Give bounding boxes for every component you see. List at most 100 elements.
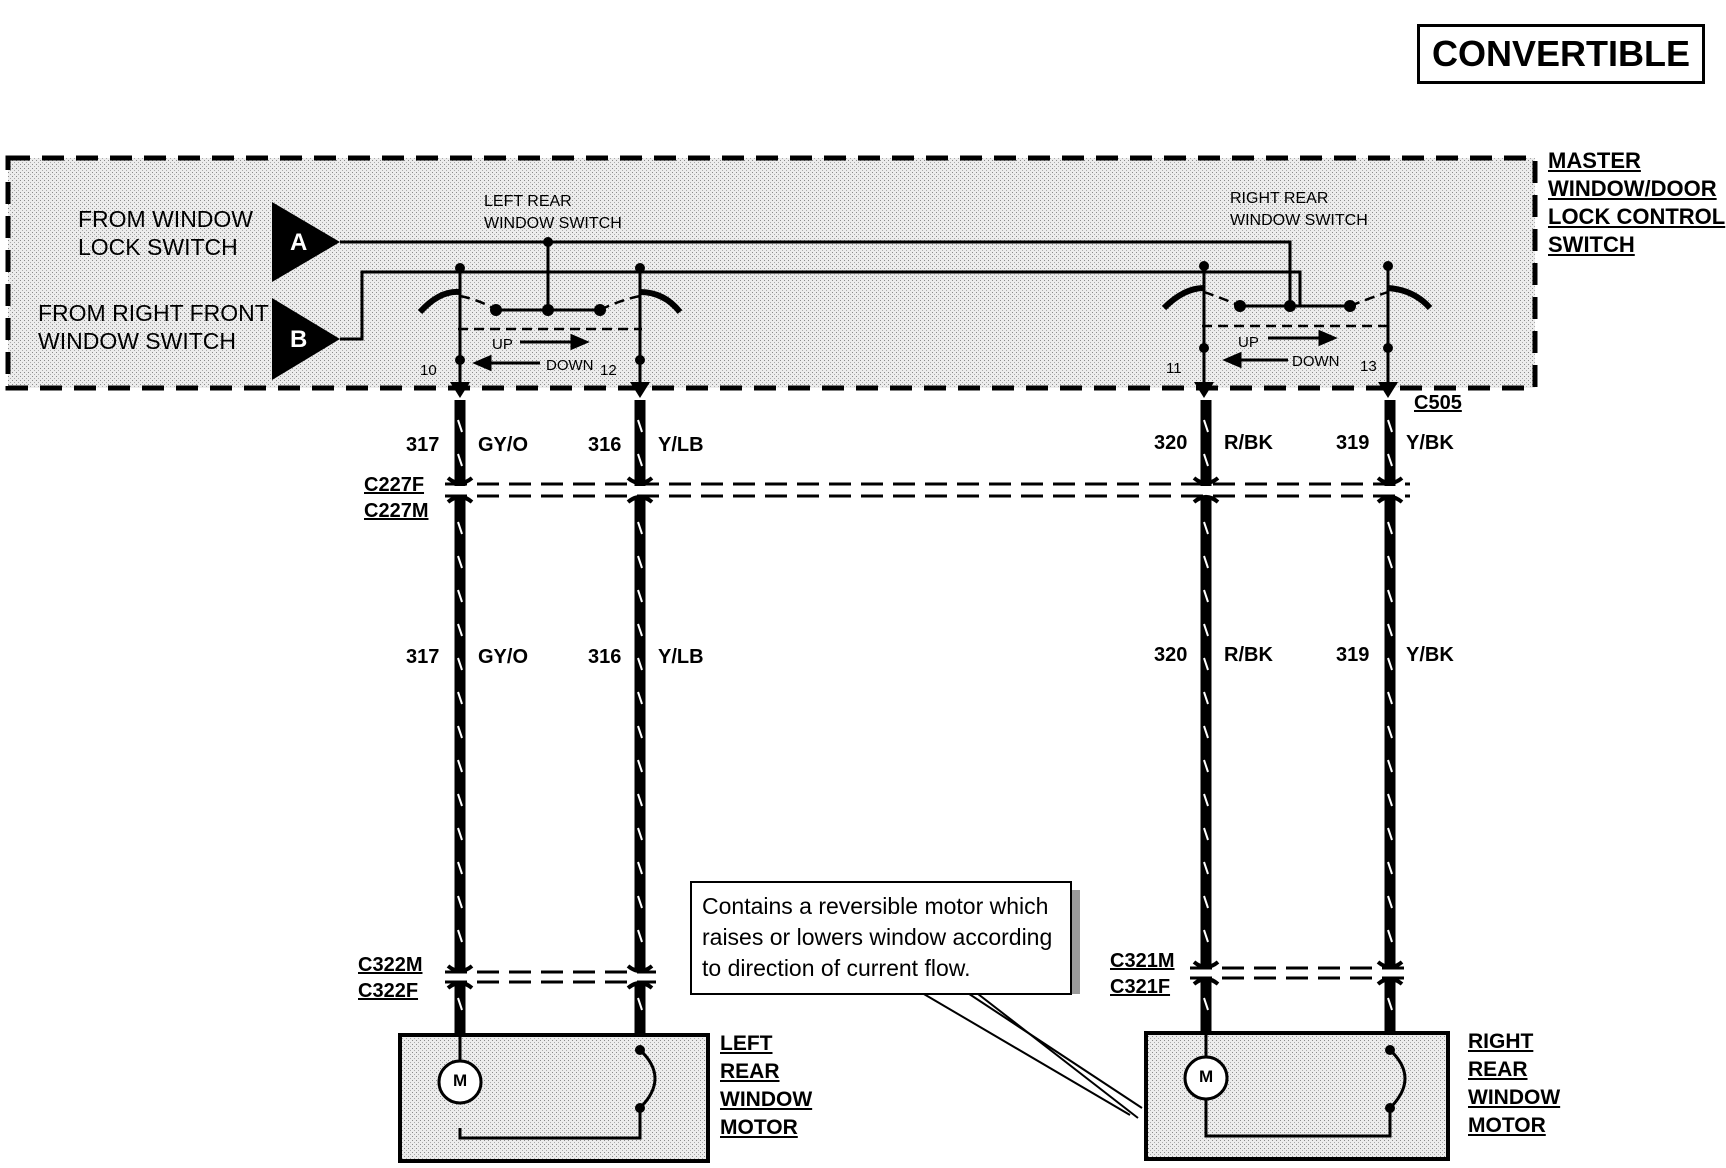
input-b-terminal bbox=[272, 298, 340, 380]
wire-stripe-tick bbox=[1203, 589, 1209, 603]
wire-stripe-tick bbox=[1387, 521, 1393, 535]
wire-stripe-tick bbox=[637, 589, 643, 603]
right-motor-m-letter: M bbox=[1199, 1067, 1214, 1086]
connector-caps bbox=[446, 476, 1404, 990]
wire-316-circuit-upper: 316 bbox=[588, 434, 622, 456]
wire-stripe-tick bbox=[1203, 419, 1209, 433]
wire-stripe-tick bbox=[457, 691, 463, 705]
wire-stripe-tick bbox=[457, 793, 463, 807]
wire-stripe-tick bbox=[457, 725, 463, 739]
wire-stripe-tick bbox=[457, 827, 463, 841]
wire-stripe-tick bbox=[1387, 657, 1393, 671]
switch-contact-arcs bbox=[417, 285, 1433, 315]
left-motor-m-letter: M bbox=[453, 1071, 468, 1090]
wire-stripe-tick bbox=[1203, 691, 1209, 705]
wire-stripe-tick bbox=[637, 725, 643, 739]
connector-c321m: C321M bbox=[1110, 950, 1175, 972]
wire-316-color-lower: Y/LB bbox=[658, 646, 704, 668]
wire-stripe-tick bbox=[457, 657, 463, 671]
connector-dashes bbox=[445, 482, 1410, 984]
wire-stripe-tick bbox=[637, 419, 643, 433]
wire-stripe-tick bbox=[457, 997, 463, 1011]
connector-c227f: C227F bbox=[364, 474, 425, 496]
connector-c322f: C322F bbox=[358, 980, 419, 1002]
right-switch-label-line-2: WINDOW SWITCH bbox=[1230, 212, 1368, 229]
wire-stripe-tick bbox=[1387, 997, 1393, 1011]
wire-316-color-upper: Y/LB bbox=[658, 434, 704, 456]
wire-stripe-tick bbox=[457, 555, 463, 569]
wire-stripe-tick bbox=[637, 759, 643, 773]
left-motor-label-line-3: WINDOW bbox=[720, 1088, 813, 1111]
convertible-badge: CONVERTIBLE bbox=[1417, 24, 1706, 84]
wire-stripe-tick bbox=[1387, 555, 1393, 569]
wire-stripe-tick bbox=[457, 419, 463, 433]
input-a-letter: A bbox=[290, 229, 308, 256]
note-line-1: Contains a reversible motor which bbox=[702, 893, 1049, 919]
wire-320-circuit-upper: 320 bbox=[1154, 432, 1188, 454]
wire-stripe-tick bbox=[637, 521, 643, 535]
input-b-label-line-2: WINDOW SWITCH bbox=[38, 328, 237, 354]
wire-stripe-tick bbox=[1387, 691, 1393, 705]
input-a-terminal bbox=[272, 202, 340, 282]
wire-stripe-tick bbox=[1203, 555, 1209, 569]
wire-stripe-tick bbox=[1203, 793, 1209, 807]
left-switch-up: UP bbox=[492, 336, 513, 353]
wire-319-color-upper: Y/BK bbox=[1406, 432, 1454, 454]
direction-arrows bbox=[472, 329, 1338, 372]
wire-stripe-tick bbox=[457, 589, 463, 603]
right-motor-label-line-2: REAR bbox=[1468, 1058, 1528, 1081]
wire-stripe-tick bbox=[1203, 929, 1209, 943]
wire-stripe-tick bbox=[1203, 657, 1209, 671]
wire-stripe-tick bbox=[637, 453, 643, 467]
input-b-letter: B bbox=[290, 326, 308, 353]
note-line-3: to direction of current flow. bbox=[702, 955, 971, 981]
wire-stripe-tick bbox=[457, 929, 463, 943]
wire-317-circuit-upper: 317 bbox=[406, 434, 440, 456]
wire-stripe-tick bbox=[1387, 793, 1393, 807]
wire-stripe-tick bbox=[457, 521, 463, 535]
right-motor-box bbox=[1144, 1031, 1450, 1161]
wire-stripe-tick bbox=[637, 555, 643, 569]
wire-stripe-tick bbox=[1387, 759, 1393, 773]
wire-stripe-tick bbox=[637, 691, 643, 705]
wire-stripe-tick bbox=[457, 861, 463, 875]
wire-stripe-tick bbox=[1203, 861, 1209, 875]
note-line-2: raises or lowers window according bbox=[702, 924, 1053, 950]
wire-stripe-tick bbox=[1387, 895, 1393, 909]
wire-320-color-upper: R/BK bbox=[1224, 432, 1273, 454]
wire-stripe-tick bbox=[457, 759, 463, 773]
module-name-line-3: LOCK CONTROL bbox=[1548, 204, 1726, 229]
wire-stripe-tick bbox=[457, 895, 463, 909]
wire-stripe-tick bbox=[637, 623, 643, 637]
wire-317-circuit-lower: 317 bbox=[406, 646, 440, 668]
wire-stripe-tick bbox=[457, 623, 463, 637]
left-motor-label-line-2: REAR bbox=[720, 1060, 780, 1083]
connector-c227m: C227M bbox=[364, 500, 429, 522]
wire-320-color-lower: R/BK bbox=[1224, 644, 1273, 666]
left-motor-symbol bbox=[437, 1059, 483, 1105]
right-switch-pin-11: 11 bbox=[1166, 360, 1182, 377]
right-switch-label-line-1: RIGHT REAR bbox=[1230, 190, 1329, 207]
wire-stripe-ticks bbox=[457, 419, 1393, 1011]
right-motor-symbol bbox=[1183, 1055, 1229, 1101]
note-pointer bbox=[899, 979, 1143, 1119]
connector-c322m: C322M bbox=[358, 954, 423, 976]
wire-319-color-lower: Y/BK bbox=[1406, 644, 1454, 666]
left-switch-label-line-2: WINDOW SWITCH bbox=[484, 215, 622, 232]
left-switch-pin-10: 10 bbox=[420, 362, 437, 379]
wire-stripe-tick bbox=[1203, 827, 1209, 841]
right-motor-label-line-4: MOTOR bbox=[1468, 1114, 1546, 1137]
pin-arrows bbox=[450, 382, 1398, 398]
wire-stripe-tick bbox=[637, 929, 643, 943]
module-name-line-4: SWITCH bbox=[1548, 232, 1635, 257]
input-a-label-line-2: LOCK SWITCH bbox=[78, 234, 238, 260]
wire-stripe-tick bbox=[637, 793, 643, 807]
wire-319-circuit-lower: 319 bbox=[1336, 644, 1370, 666]
module-name-line-1: MASTER bbox=[1548, 148, 1641, 173]
wire-stripe-tick bbox=[1387, 725, 1393, 739]
input-b-label-line-1: FROM RIGHT FRONT bbox=[38, 300, 269, 326]
wire-stripe-tick bbox=[1387, 623, 1393, 637]
left-motor-label-line-1: LEFT bbox=[720, 1032, 773, 1055]
wire-317-color-upper: GY/O bbox=[478, 434, 529, 456]
wire-stripe-tick bbox=[1387, 861, 1393, 875]
